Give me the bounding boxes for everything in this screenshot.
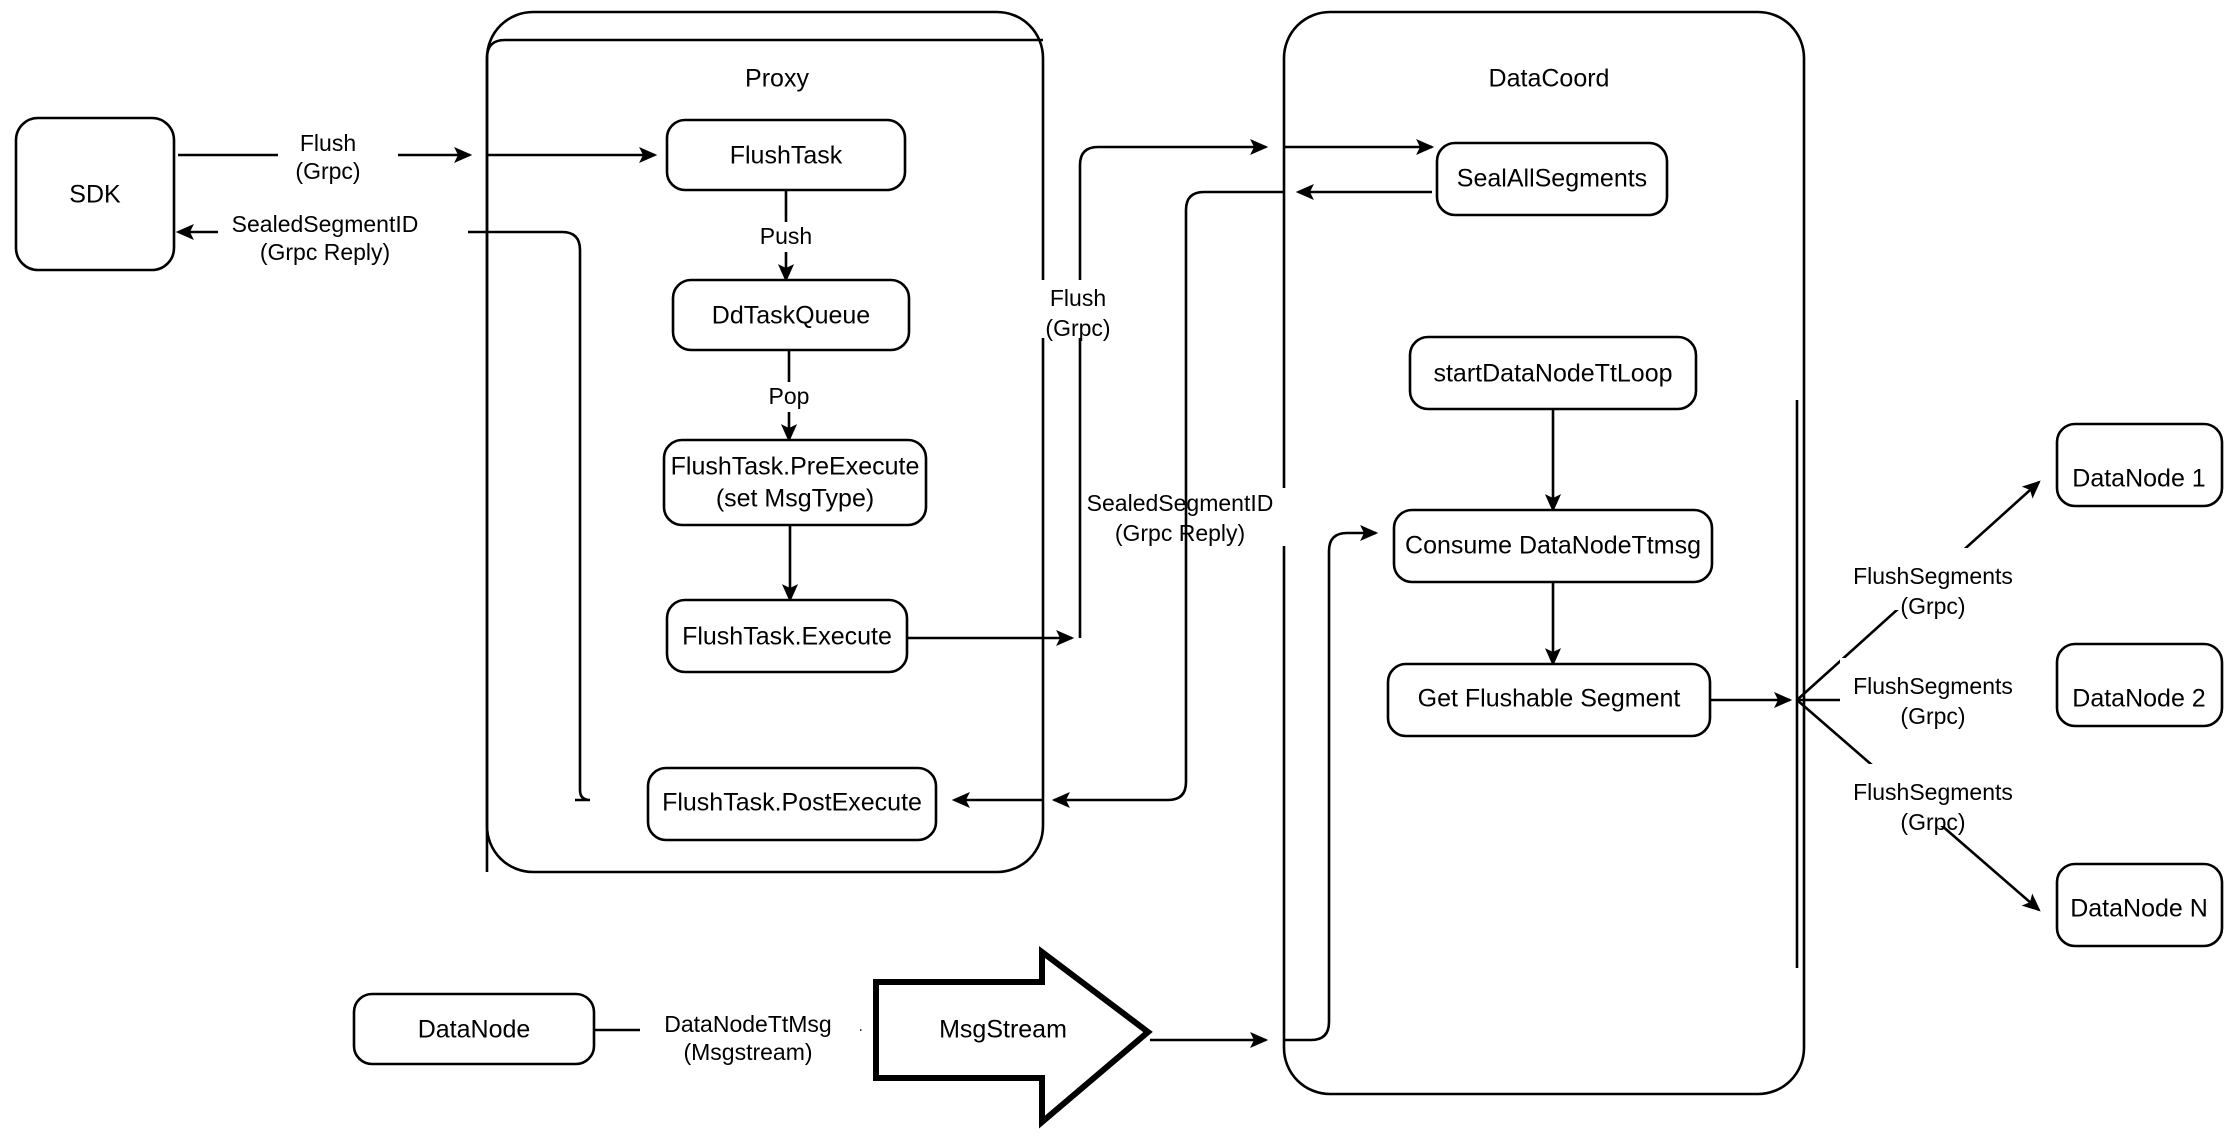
flushtask-preexecute-label-line1: FlushTask.PreExecute: [671, 453, 920, 481]
node-msgstream[interactable]: MsgStream: [873, 945, 1153, 1129]
flushsegments-2-label-line1: FlushSegments: [1853, 673, 2013, 699]
datanode-n-label: DataNode N: [2070, 895, 2208, 923]
dd-task-queue-box[interactable]: [671, 278, 911, 352]
sdk-flush-label-line1: Flush: [300, 130, 356, 156]
coord-flush-label-line2: (Grpc): [1045, 315, 1110, 341]
edge-label-flushsegments-2: FlushSegments (Grpc): [1840, 658, 2070, 729]
flush-task-label: FlushTask: [730, 142, 843, 170]
datanode-1-label: DataNode 1: [2072, 465, 2205, 493]
datacoord-container-title: DataCoord: [1489, 65, 1610, 93]
edge-msgstream-to-consume: [1150, 524, 1379, 1049]
coord-reply-label-line1: SealedSegmentID: [1087, 490, 1274, 516]
start-datanode-tt-loop-label: startDataNodeTtLoop: [1433, 360, 1672, 388]
edge-pop: Pop: [760, 350, 822, 443]
sdk-box[interactable]: [14, 116, 176, 272]
node-seal-all-segments[interactable]: SealAllSegments: [1435, 141, 1669, 217]
edge-label-sealedsegmentid-coord: SealedSegmentID (Grpc Reply): [1082, 488, 1344, 546]
sdk-label: SDK: [69, 181, 121, 209]
edge-label-flush-grpc-sdk: Flush (Grpc): [278, 128, 398, 186]
sdk-flush-label-line2: (Grpc): [295, 158, 360, 184]
node-datanode-n[interactable]: DataNode N: [2055, 862, 2224, 948]
flushsegments-2-label-line2: (Grpc): [1900, 703, 1965, 729]
sdk-reply-label-line2: (Grpc Reply): [260, 239, 390, 265]
pop-label: Pop: [769, 383, 810, 409]
flushsegments-n-label-line2: (Grpc): [1900, 809, 1965, 835]
flushsegments-1-label-line2: (Grpc): [1900, 593, 1965, 619]
node-datanode-source[interactable]: DataNode: [352, 992, 596, 1066]
node-flush-task[interactable]: FlushTask: [665, 118, 907, 192]
seal-all-segments-box[interactable]: [1435, 141, 1669, 217]
push-label: Push: [760, 223, 812, 249]
node-get-flushable-segment[interactable]: Get Flushable Segment: [1386, 662, 1712, 738]
datanode-ttmsg-label-line2: (Msgstream): [683, 1039, 812, 1065]
coord-flush-label-line1: Flush: [1050, 285, 1106, 311]
msgstream-arrow-shape[interactable]: [873, 945, 1153, 1129]
datanode-ttmsg-label-line1: DataNodeTtMsg: [664, 1011, 831, 1037]
flushtask-postexecute-box[interactable]: [646, 766, 938, 842]
edge-label-flushsegments-n: FlushSegments (Grpc): [1840, 764, 2070, 835]
edge-label-flushsegments-1: FlushSegments (Grpc): [1840, 548, 2070, 619]
edge-push: Push: [748, 190, 824, 283]
flushsegments-n-label-line1: FlushSegments: [1853, 779, 2013, 805]
flushtask-postexecute-label: FlushTask.PostExecute: [662, 789, 922, 817]
proxy-container-title: Proxy: [745, 65, 809, 93]
sdk-reply-label-line1: SealedSegmentID: [232, 211, 419, 237]
datanode-2-box[interactable]: [2055, 642, 2224, 728]
edge-execute-to-coord: [907, 138, 1435, 647]
dd-task-queue-label: DdTaskQueue: [712, 302, 870, 330]
node-flushtask-preexecute[interactable]: FlushTask.PreExecute (set MsgType): [662, 438, 928, 527]
coord-reply-label-line2: (Grpc Reply): [1115, 520, 1245, 546]
flushtask-preexecute-box[interactable]: [662, 438, 928, 527]
edge-label-flush-grpc-coord: Flush (Grpc): [1030, 280, 1140, 341]
node-flushtask-execute[interactable]: FlushTask.Execute: [665, 598, 909, 674]
proxy-top-rail: [485, 38, 1043, 59]
get-flushable-segment-label: Get Flushable Segment: [1418, 685, 1681, 713]
datanode-n-box[interactable]: [2055, 862, 2224, 948]
edge-coord-to-postexecute: [951, 183, 1432, 809]
edge-datanode-to-msgstream: DataNodeTtMsg (Msgstream): [594, 1000, 863, 1065]
node-sdk[interactable]: SDK: [14, 116, 176, 272]
flushtask-preexecute-label-line2: (set MsgType): [716, 485, 874, 513]
flushsegments-1-label-line1: FlushSegments: [1853, 563, 2013, 589]
node-start-datanode-tt-loop[interactable]: startDataNodeTtLoop: [1408, 335, 1698, 411]
datanode-source-label: DataNode: [418, 1016, 531, 1044]
seal-all-segments-label: SealAllSegments: [1457, 165, 1647, 193]
msgstream-label: MsgStream: [939, 1016, 1067, 1044]
datanode-2-label: DataNode 2: [2072, 685, 2205, 713]
node-dd-task-queue[interactable]: DdTaskQueue: [671, 278, 911, 352]
node-flushtask-postexecute[interactable]: FlushTask.PostExecute: [646, 766, 938, 842]
consume-datanode-ttmsg-label: Consume DataNodeTtmsg: [1405, 532, 1701, 560]
flushtask-execute-label: FlushTask.Execute: [682, 623, 892, 651]
flushtask-execute-box[interactable]: [665, 598, 909, 674]
datanode-1-box[interactable]: [2055, 422, 2224, 508]
node-consume-datanode-ttmsg[interactable]: Consume DataNodeTtmsg: [1392, 508, 1714, 584]
node-datanode-1[interactable]: DataNode 1: [2055, 422, 2224, 508]
edge-label-sealedsegmentid-sdk: SealedSegmentID (Grpc Reply): [218, 206, 468, 265]
node-datanode-2[interactable]: DataNode 2: [2055, 642, 2224, 728]
